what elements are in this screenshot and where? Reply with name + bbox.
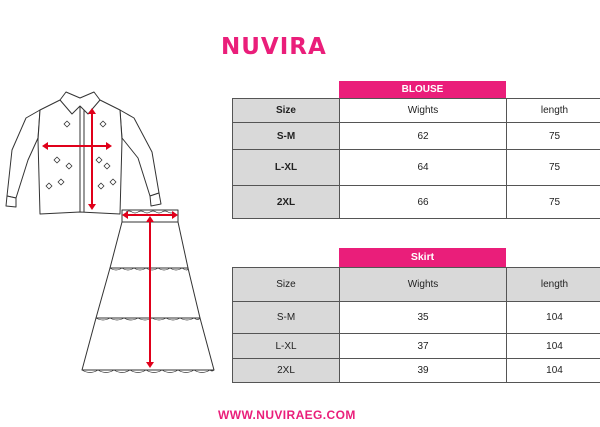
header-weight: Wights [339, 267, 507, 302]
table-row: L-XL 64 75 [232, 149, 600, 186]
length-cell: 104 [506, 358, 600, 383]
skirt-measure-lines [122, 211, 178, 368]
length-cell: 75 [506, 122, 600, 150]
header-size: Size [232, 267, 340, 302]
header-length: length [506, 98, 600, 123]
weight-cell: 35 [339, 301, 507, 334]
size-cell: 2XL [232, 358, 340, 383]
brand-logo: NUVIRA [221, 34, 327, 60]
table-row: 2XL 66 75 [232, 185, 600, 219]
size-cell: L-XL [232, 333, 340, 359]
table-header-row: Size Wights length [232, 98, 600, 123]
blouse-measure-lines [42, 108, 112, 210]
weight-cell: 66 [339, 185, 507, 219]
length-cell: 75 [506, 185, 600, 219]
size-cell: L-XL [232, 149, 340, 186]
header-length: length [506, 267, 600, 302]
length-cell: 104 [506, 333, 600, 359]
blouse-size-table: Size Wights length S-M 62 75 L-XL 64 75 … [232, 98, 600, 219]
size-cell: S-M [232, 301, 340, 334]
length-cell: 75 [506, 149, 600, 186]
blouse-title: BLOUSE [339, 81, 506, 98]
table-row: 2XL 39 104 [232, 358, 600, 383]
header-size: Size [232, 98, 340, 123]
length-cell: 104 [506, 301, 600, 334]
header-weight: Wights [339, 98, 507, 123]
garment-illustrations [5, 91, 215, 373]
table-row: S-M 35 104 [232, 301, 600, 334]
weight-cell: 37 [339, 333, 507, 359]
weight-cell: 64 [339, 149, 507, 186]
table-row: S-M 62 75 [232, 122, 600, 150]
table-header-row: Size Wights length [232, 267, 600, 302]
size-cell: 2XL [232, 185, 340, 219]
table-row: L-XL 37 104 [232, 333, 600, 359]
skirt-title: Skirt [339, 248, 506, 267]
weight-cell: 39 [339, 358, 507, 383]
skirt-size-table: Size Wights length S-M 35 104 L-XL 37 10… [232, 267, 600, 383]
blouse-illustration [5, 91, 162, 215]
weight-cell: 62 [339, 122, 507, 150]
size-cell: S-M [232, 122, 340, 150]
website-link[interactable]: WWW.NUVIRAEG.COM [218, 408, 356, 422]
skirt-illustration [81, 209, 215, 373]
